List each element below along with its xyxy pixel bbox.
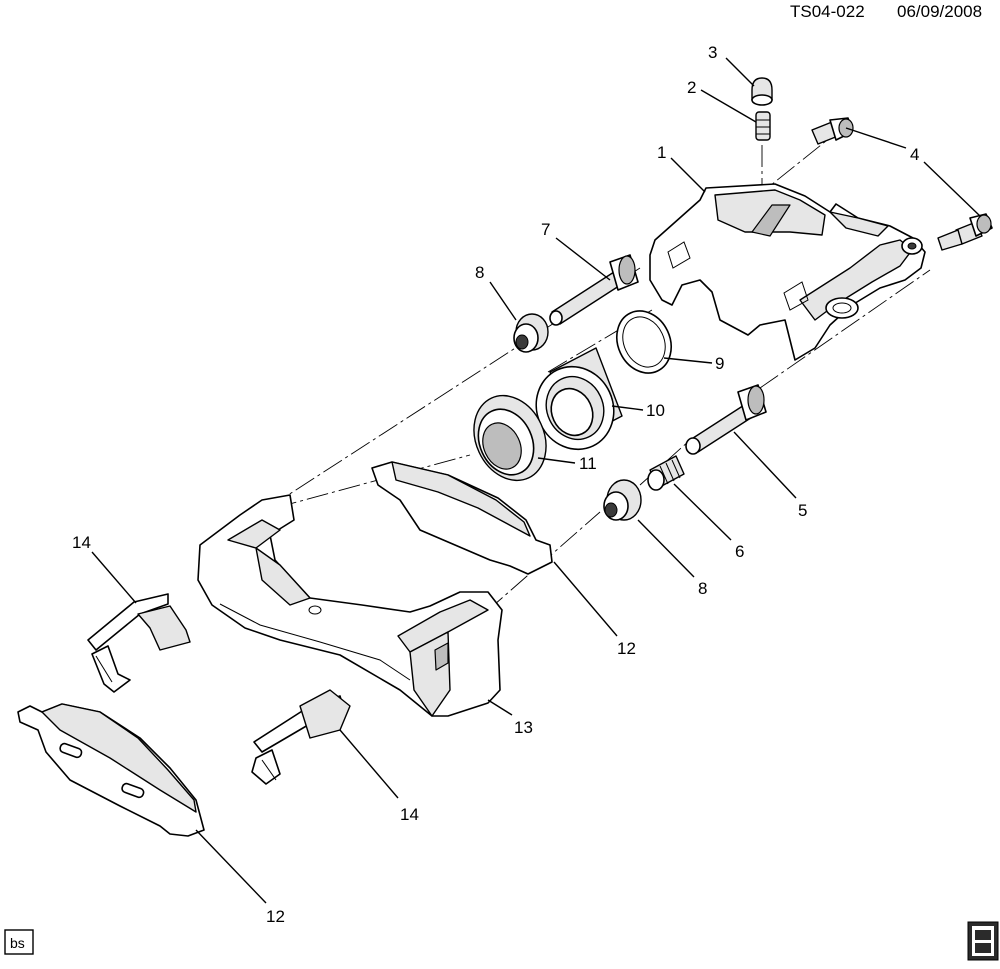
callout-5: 5 <box>798 501 807 520</box>
caliper-housing <box>649 183 926 361</box>
brake-pad-outer <box>17 703 205 837</box>
callout-13: 13 <box>514 718 533 737</box>
abutment-clip-lower <box>251 689 351 785</box>
callout-8-lower: 8 <box>698 579 707 598</box>
callout-12-outer: 12 <box>266 907 285 926</box>
abutment-clip-upper <box>87 593 191 693</box>
bleeder-cap <box>751 77 773 106</box>
callout-8-upper: 8 <box>475 263 484 282</box>
bleeder-screw <box>755 111 771 141</box>
callout-14-upper: 14 <box>72 533 91 552</box>
guide-pin-upper <box>549 254 639 326</box>
callout-9: 9 <box>715 354 724 373</box>
piston-dust-boot <box>473 394 547 482</box>
caliper-bracket <box>197 494 503 717</box>
brake-pad-inner <box>371 461 553 575</box>
callout-7: 7 <box>541 220 550 239</box>
badge-text: bs <box>10 935 25 951</box>
piston-seal <box>616 310 672 374</box>
callout-12-inner: 12 <box>617 639 636 658</box>
callout-1: 1 <box>657 143 666 162</box>
callout-4: 4 <box>910 145 919 164</box>
footer-left-badge: bs <box>4 929 34 955</box>
guide-pin-lower <box>685 384 767 455</box>
caliper-bolt-lower <box>937 213 993 251</box>
callout-14-lower: 14 <box>400 805 419 824</box>
callout-2: 2 <box>687 78 696 97</box>
pin-boot-lower <box>603 479 642 521</box>
diagram-header: TS04-022 06/09/2008 <box>790 2 982 21</box>
leader-lines <box>91 57 981 904</box>
diagram-code: TS04-022 <box>790 2 865 21</box>
callout-11: 11 <box>579 454 597 473</box>
callout-3: 3 <box>708 43 717 62</box>
caliper-bolt-upper <box>811 117 854 145</box>
gm-spo-logo-icon <box>967 921 999 961</box>
diagram-date: 06/09/2008 <box>897 2 982 21</box>
pin-bushing <box>647 455 685 491</box>
callout-6: 6 <box>735 542 744 561</box>
callout-10: 10 <box>646 401 665 420</box>
callouts: 1 2 3 4 5 6 7 8 8 9 10 11 12 12 13 14 14 <box>72 43 919 926</box>
pin-boot-upper <box>513 313 549 353</box>
caliper-piston <box>535 347 623 451</box>
